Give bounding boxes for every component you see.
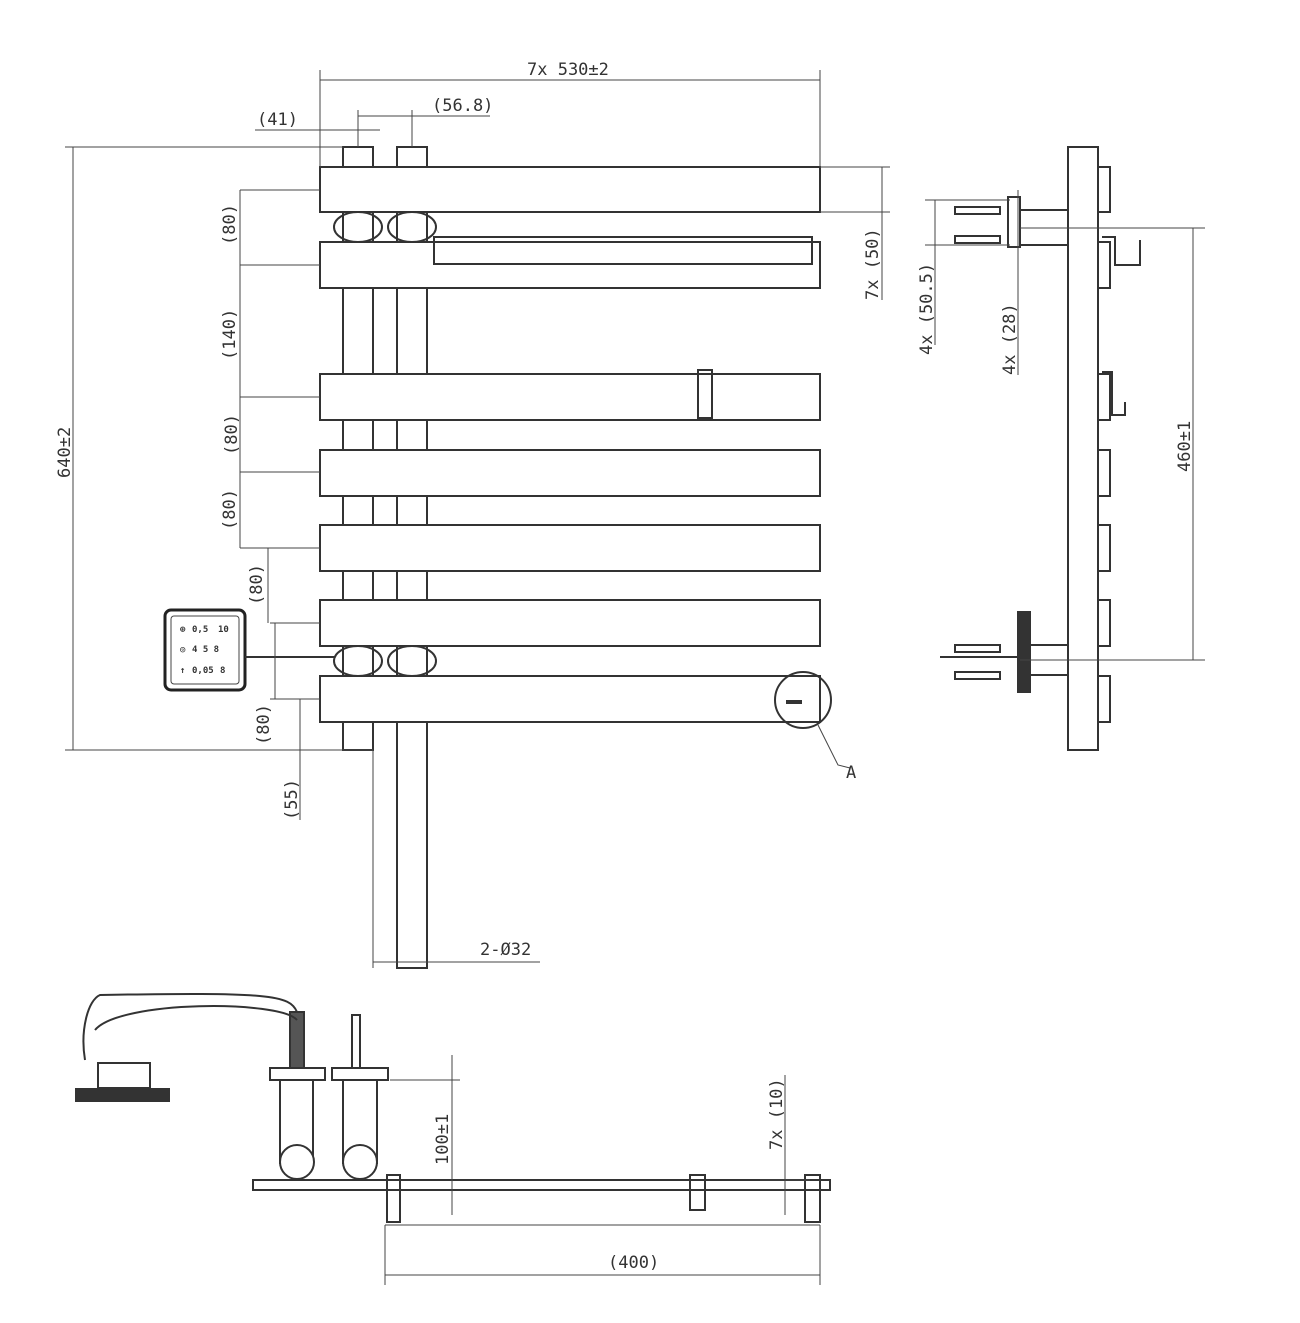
- side-dimension-lines: [925, 190, 1205, 661]
- dim-gap-top: (80): [220, 204, 240, 245]
- front-view: A ⊕ 0,5 10 ◎ 4 5 8 ↑ 0,05 8: [55, 60, 890, 969]
- svg-text:◎: ◎: [180, 645, 186, 655]
- bar-1: [319, 166, 821, 213]
- dim-bar-height: 7x (50): [863, 228, 883, 300]
- svg-text:0,05: 0,05: [192, 666, 214, 676]
- pipe-joints: [333, 211, 437, 677]
- detail-label: A: [846, 763, 856, 783]
- dim-height-total: 640±2: [55, 427, 75, 478]
- bar-3: [319, 373, 821, 421]
- dim-bracket-28: 4x (28): [1000, 303, 1020, 375]
- dim-pipe-spacing: (56.8): [432, 96, 493, 116]
- mount-bracket-bottom: [940, 611, 1068, 693]
- mount-bracket-top: [954, 196, 1068, 248]
- dim-width-total: 7x 530±2: [527, 60, 609, 80]
- dim-gap-3: (80): [222, 414, 242, 455]
- dim-gap-5: (80): [247, 564, 267, 605]
- bar-5: [319, 524, 821, 572]
- dim-pipe-diameter: 2-Ø32: [480, 940, 531, 960]
- svg-text:⊕: ⊕: [180, 625, 186, 635]
- bar-7: [319, 675, 821, 723]
- hanger-rail: [433, 236, 813, 265]
- svg-text:4 5 8: 4 5 8: [192, 645, 219, 655]
- svg-text:↑: ↑: [180, 666, 185, 676]
- dim-bar-depth: 7x (10): [767, 1078, 787, 1150]
- detail-a-circle: [774, 671, 832, 729]
- left-pipe: [342, 146, 374, 751]
- svg-text:8: 8: [220, 666, 225, 676]
- bar-6: [319, 599, 821, 647]
- hook: [697, 369, 713, 419]
- side-view: 4x (50.5) 4x (28) 460±1: [917, 146, 1205, 751]
- side-column: [1067, 146, 1099, 751]
- dim-offset-41: (41): [257, 110, 298, 130]
- dim-mount-spacing: 460±1: [1175, 421, 1195, 472]
- remote-controller: [97, 1062, 151, 1089]
- side-bar-ends: [1097, 166, 1141, 723]
- dim-bottom-55: (55): [282, 779, 302, 820]
- towel-bars: [319, 166, 821, 723]
- dim-base-width: (400): [608, 1253, 659, 1273]
- dim-bracket-505: 4x (50.5): [917, 263, 937, 355]
- control-panel: ⊕ 0,5 10 ◎ 4 5 8 ↑ 0,05 8: [163, 608, 335, 692]
- dim-gap-4: (80): [220, 489, 240, 530]
- dim-gap-140: (140): [220, 309, 240, 360]
- svg-text:10: 10: [218, 625, 229, 635]
- dim-gap-bottom: (80): [254, 704, 274, 745]
- base-plate: [252, 1179, 831, 1191]
- front-dimension-lines: [65, 70, 890, 968]
- dim-depth: 100±1: [433, 1114, 453, 1165]
- bar-4: [319, 449, 821, 497]
- plan-view: 100±1 7x (10) (400): [75, 992, 831, 1285]
- svg-text:0,5: 0,5: [192, 625, 208, 635]
